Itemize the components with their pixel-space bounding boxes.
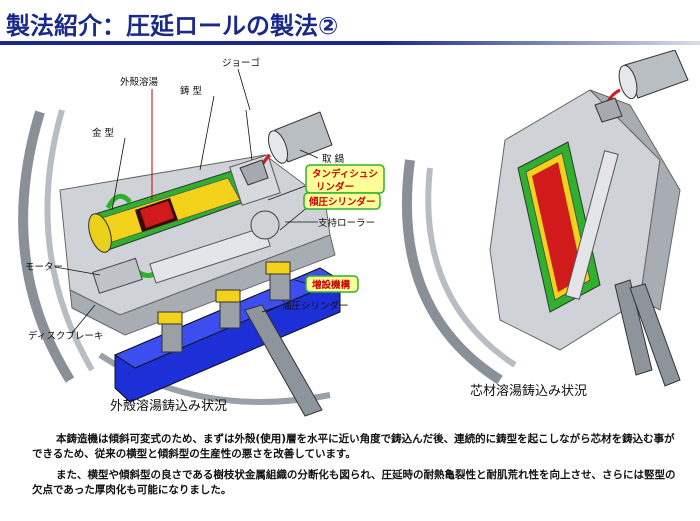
callout-tilt-cylinder: 傾圧シリンダー [303,192,381,210]
hydraulic-cylinder-2 [215,289,241,329]
label-disc-brake: ディスクブレーキ [28,330,103,342]
description-block: 本鋳造機は傾斜可変式のため、まずは外殻(使用)層を水平に近い角度で鋳込んだ後、連… [32,432,682,504]
label-hydraulic-cylinder: 油圧シリンダー [282,300,349,312]
description-paragraph-2: また、横型や傾斜型の良さである樹枝状金属組織の分断化も図られ、圧延時の耐熱亀裂性… [32,469,676,496]
tilt-rail-outer [18,110,75,383]
label-jogo: ジョーゴ [222,57,260,69]
right-leg-2 [629,283,681,387]
hydraulic-cylinder-1 [157,311,183,353]
svg-text:傾圧シリンダー: 傾圧シリンダー [308,196,376,208]
label-ladle: 取 鍋 [322,153,344,165]
right-leg-1 [614,279,653,376]
title-underline [0,41,700,45]
caption-core-casting: 芯材溶湯鋳込み状況 [470,384,588,399]
description-paragraph-1: 本鋳造機は傾斜可変式のため、まずは外殻(使用)層を水平に近い角度で鋳込んだ後、連… [32,433,675,460]
right-tilt-rail-inner [425,167,517,368]
outer-shell-casting-diagram: 外殻溶湯 鋳 型 ジョーゴ 取 鍋 金 型 タンディシュシ リンダー 支持ローラ… [18,57,385,417]
label-support-roller: 支持ローラー [318,217,375,229]
label-outer-shell-melt: 外殻溶湯 [120,76,159,88]
jogo-funnel [239,159,269,186]
svg-text:増設機構: 増設機構 [312,279,351,291]
svg-text:リンダー: リンダー [316,181,354,193]
motor-unit [92,257,143,294]
label-mold: 鋳 型 [180,85,203,97]
rotation-arrow-top [105,193,132,210]
right-jogo [594,97,623,123]
right-ladle [603,50,689,111]
right-tilt-rail-outer [401,159,503,385]
svg-text:タンディシュシ: タンディシュシ [312,168,378,180]
callout-tundish-cylinder: タンディシュシ リンダー [305,164,385,194]
page-title: 製法紹介：圧延ロールの製法② [6,12,339,40]
caption-outer-shell-casting: 外殻溶湯鋳込み状況 [110,399,228,414]
machine-base [69,234,336,336]
right-machine-side [589,89,681,311]
callout-added-mechanism: 増設機構 [305,275,359,293]
label-motor: モーター [25,262,63,273]
tilt-rail-inner [44,109,95,372]
hydraulic-cylinder-3 [265,261,291,301]
support-roller [250,210,280,240]
core-casting-diagram [401,50,689,387]
mold-cylinder [88,169,251,253]
hydraulic-leg [244,304,323,417]
right-shaft [565,150,619,300]
label-die: 金 型 [92,127,115,139]
